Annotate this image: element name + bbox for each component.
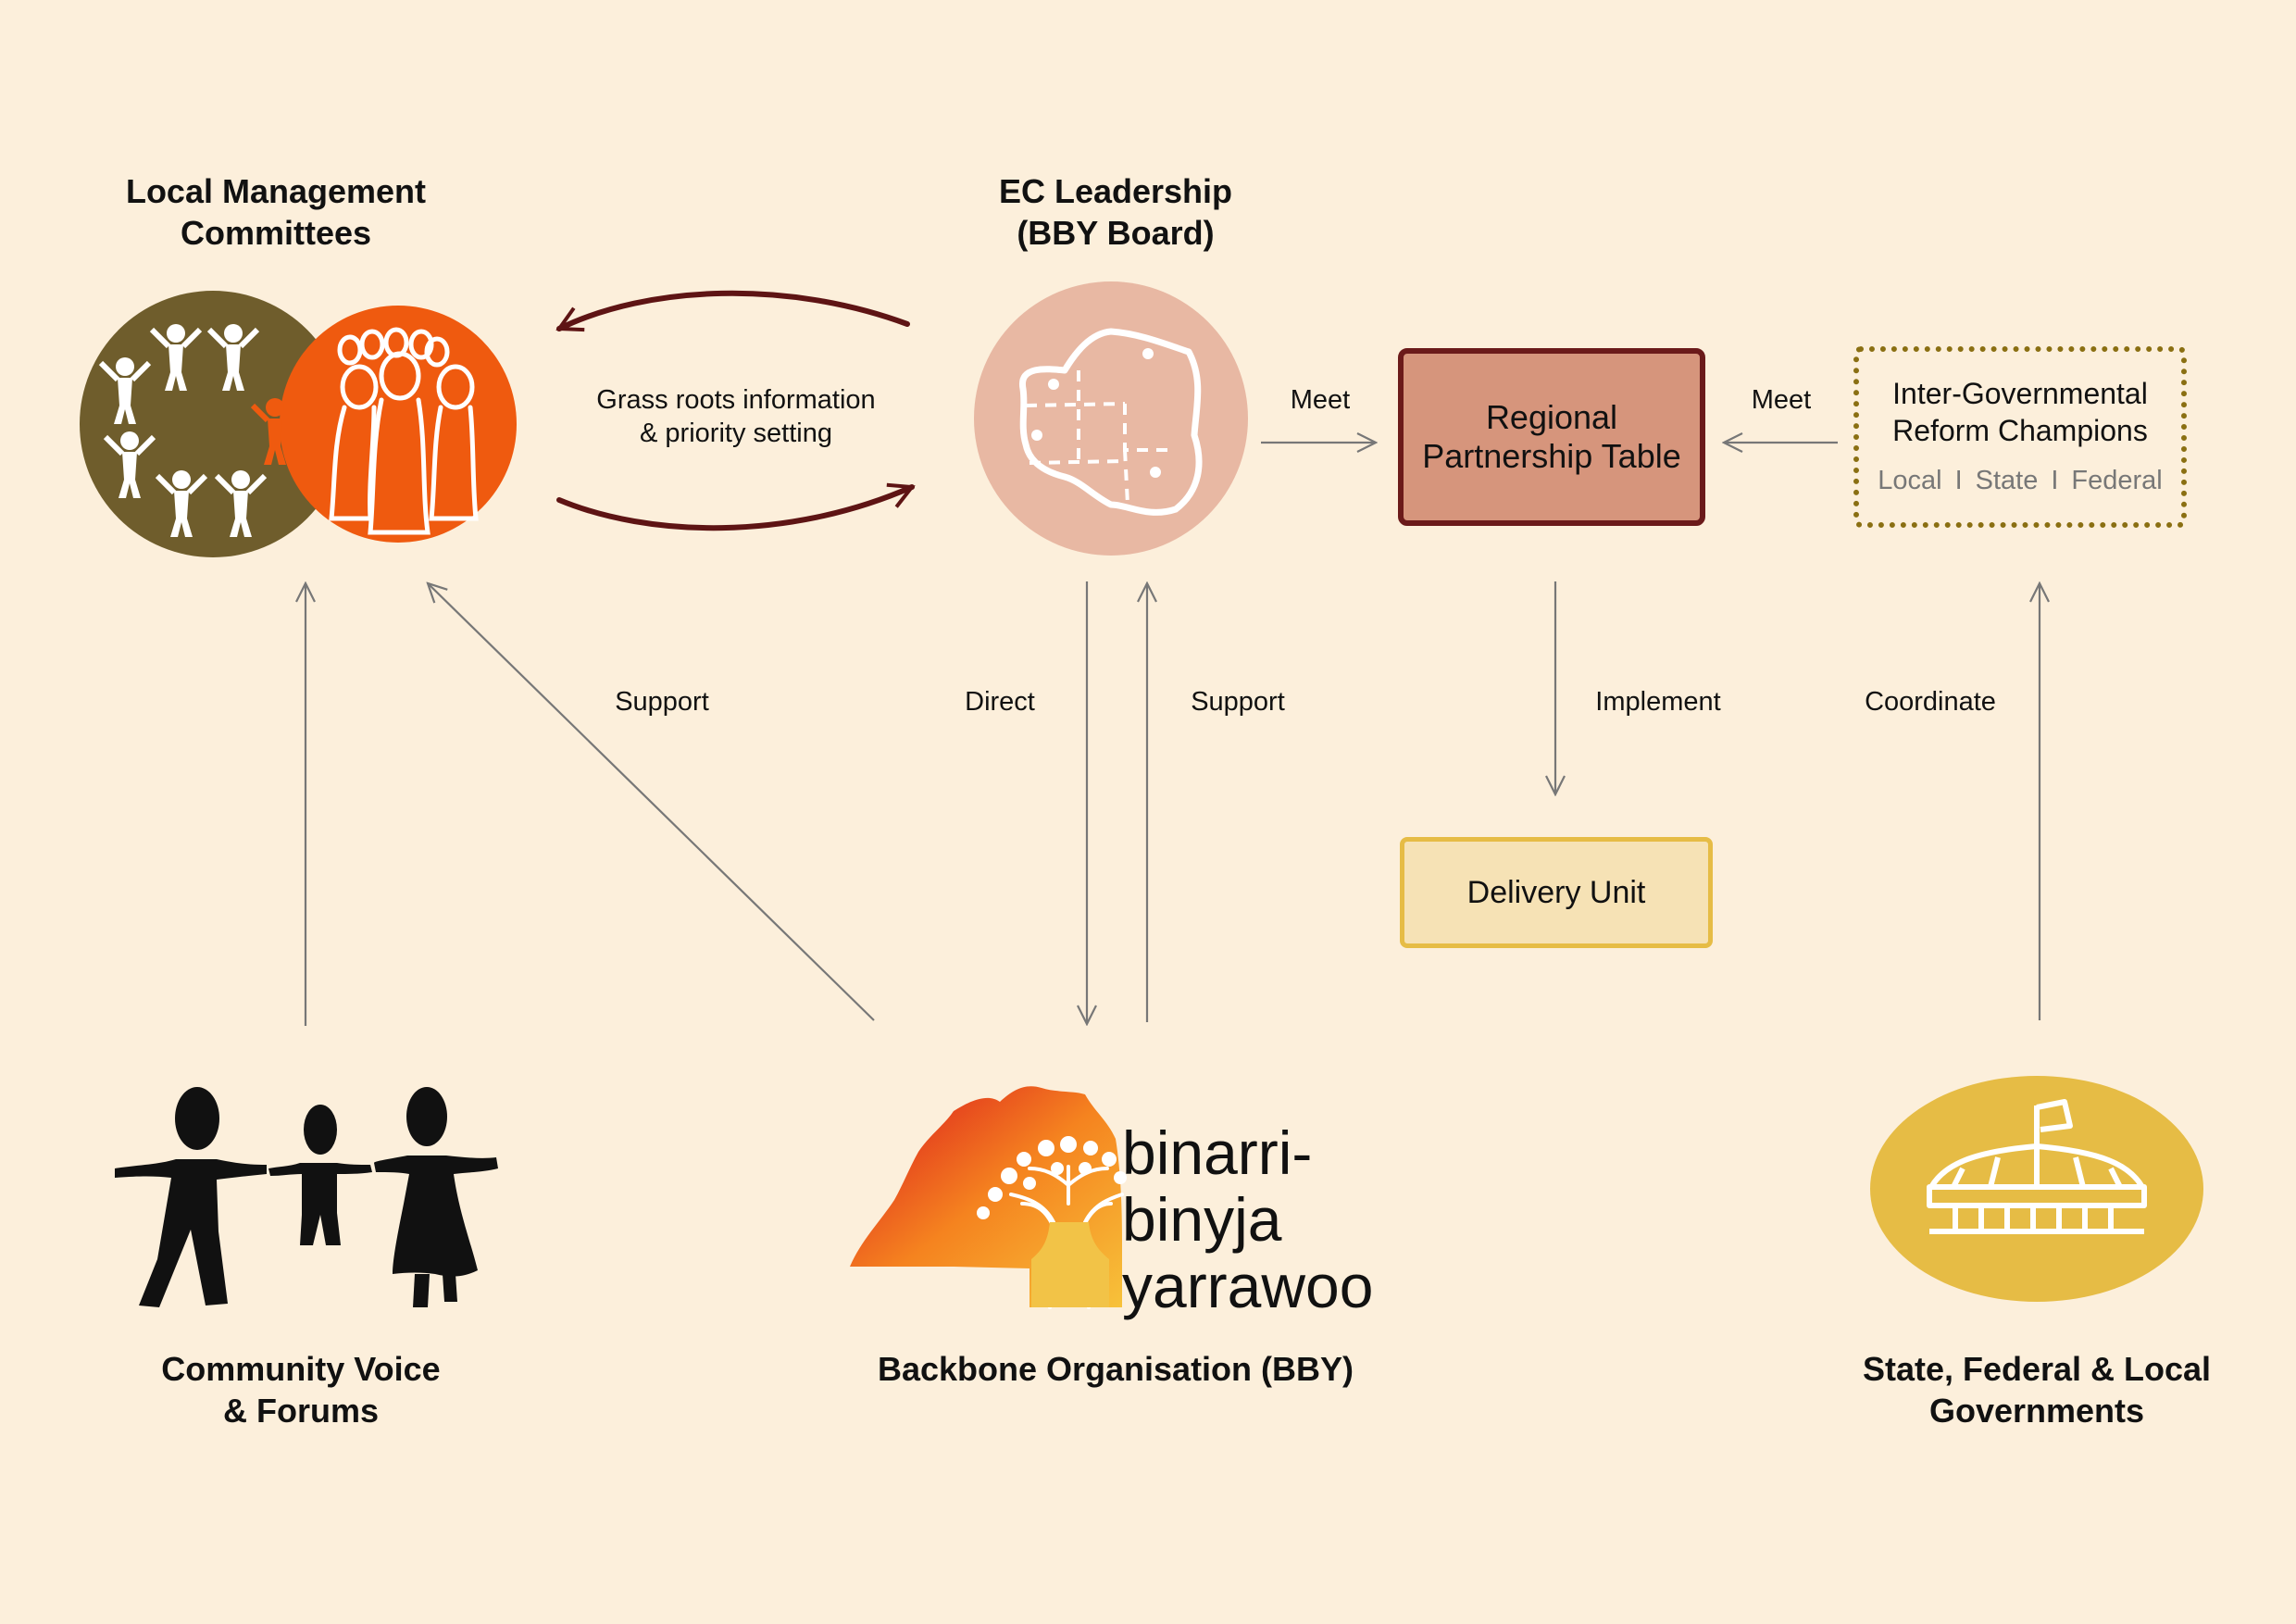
- government-building-icon: [1870, 1076, 2203, 1302]
- person-icon: [98, 357, 152, 424]
- local-management-committees-title: Local Management Committees: [125, 172, 427, 252]
- implement-label: Implement: [1595, 687, 1721, 717]
- meet-label-igrc: Meet: [1751, 385, 1812, 415]
- bby-logo-text-line3: yarrawoo: [1122, 1252, 1373, 1320]
- support-label-ec: Support: [1191, 687, 1285, 717]
- local-management-committees-icon: [80, 291, 517, 557]
- grassroots-edge-label: Grass roots information & priority setti…: [596, 385, 876, 448]
- meet-label-ec: Meet: [1290, 385, 1351, 415]
- person-icon: [206, 324, 260, 391]
- coordinate-label: Coordinate: [1865, 687, 1996, 717]
- ec-leadership-icon: [974, 281, 1248, 556]
- support-label-lmc: Support: [615, 687, 709, 717]
- bby-logo-text-line2: binyja: [1122, 1185, 1282, 1254]
- bby-logo: binarri- binyja yarrawoo: [850, 1086, 1373, 1320]
- group-of-people-icon: [329, 327, 479, 535]
- person-icon: [149, 324, 203, 391]
- ec-leadership-title: EC Leadership (BBY Board): [998, 172, 1233, 252]
- person-icon: [155, 470, 208, 537]
- direct-label: Direct: [965, 687, 1035, 717]
- tree-canopy: [977, 1136, 1127, 1219]
- regional-partnership-table-box: Regional Partnership Table: [1398, 348, 1705, 526]
- person-icon: [250, 398, 300, 465]
- governments-title: State, Federal & Local Governments: [1862, 1350, 2212, 1430]
- community-voice-icon: [115, 1087, 498, 1307]
- inter-governmental-reform-champions-box: Inter-Governmental Reform Champions Loca…: [1853, 346, 2187, 528]
- person-icon: [103, 431, 156, 498]
- person-icon: [214, 470, 268, 537]
- delivery-unit-box: Delivery Unit: [1400, 837, 1713, 948]
- bby-logo-text-line1: binarri-: [1122, 1118, 1312, 1187]
- backbone-organisation-title: Backbone Organisation (BBY): [877, 1350, 1354, 1388]
- community-voice-title: Community Voice & Forums: [161, 1350, 441, 1430]
